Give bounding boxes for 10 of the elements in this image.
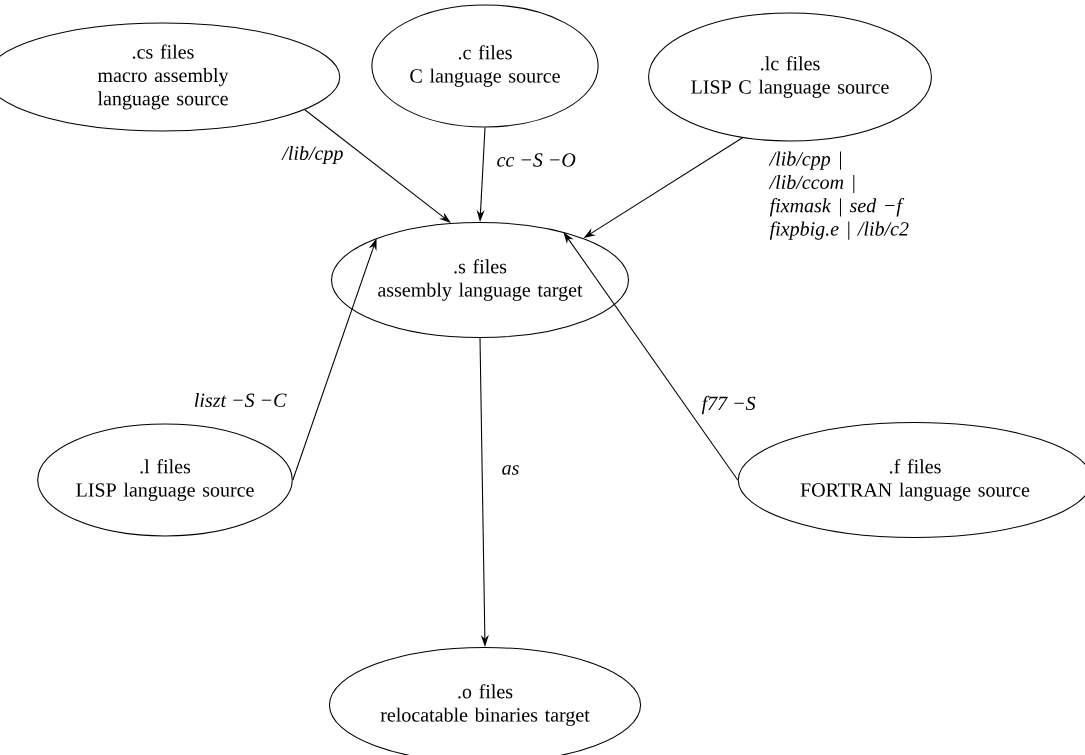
- edge-label: as: [502, 465, 519, 475]
- edge-label: f77 −S: [701, 395, 756, 415]
- edge-label: /lib/cpp | /lib/ccom | fixmask | sed −f fixpbig.e | /lib/c2: [768, 151, 909, 240]
- ellipse-node: .c files C language source: [371, 4, 599, 128]
- edge-label: /lib/cpp: [281, 145, 343, 165]
- ellipse-node: .s files assembly language target: [330, 221, 630, 339]
- edge-label: liszt −S −C: [194, 392, 287, 407]
- edge-label: cc −S −O: [497, 153, 576, 167]
- ellipse-node: .l files LISP language source: [37, 423, 293, 537]
- ellipse-node: .lc files LISP C language source: [648, 12, 932, 142]
